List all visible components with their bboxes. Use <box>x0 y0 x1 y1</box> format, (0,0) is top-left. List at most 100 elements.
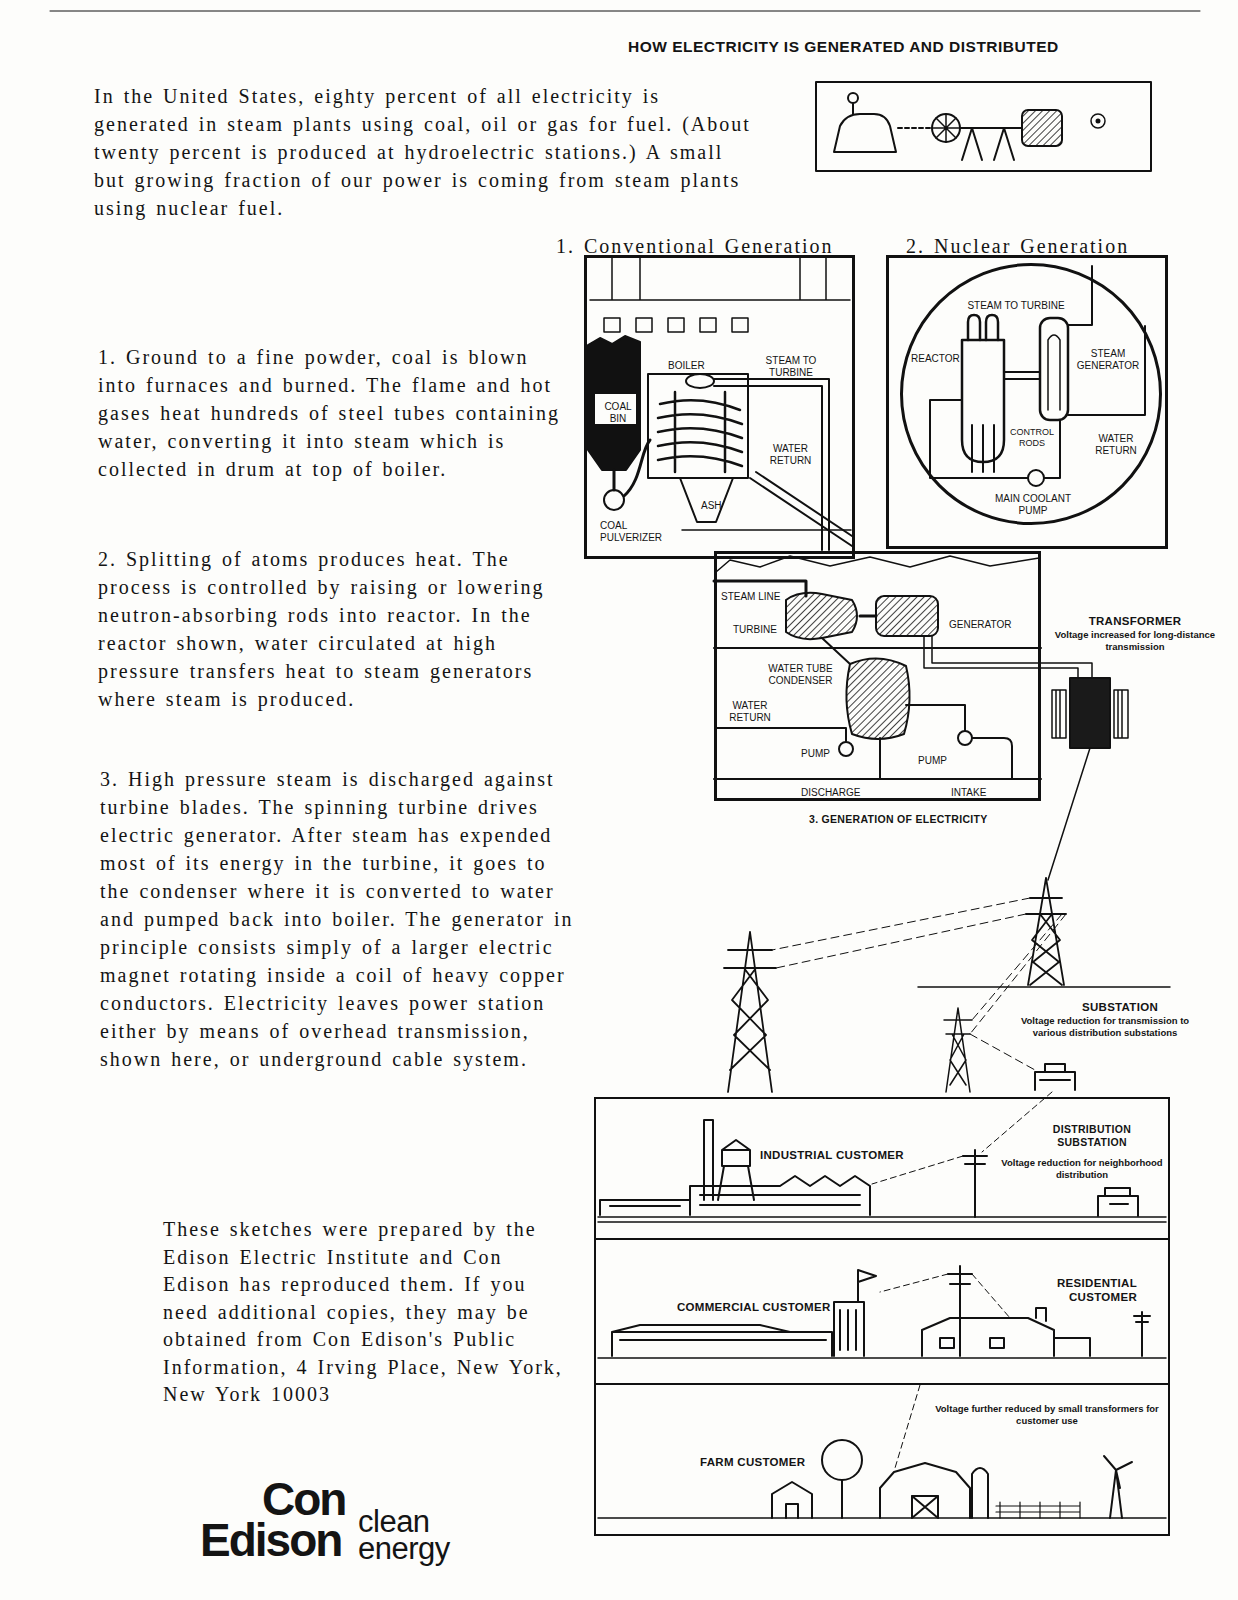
factory-building <box>690 1176 870 1215</box>
substation <box>1035 1064 1075 1090</box>
cooling-pipe <box>906 705 1012 779</box>
conductor-wires <box>772 898 1066 1070</box>
circle-outline <box>902 265 1161 524</box>
light-bulb <box>1097 120 1100 123</box>
body-paragraph: 3. High pressure steam is discharged aga… <box>100 765 578 1073</box>
illustration-panel: 1. Conventional GenerationBOILERSTEAM TO… <box>584 255 855 559</box>
store-tower <box>834 1302 864 1356</box>
caption-label: FARM CUSTOMER <box>700 1455 805 1469</box>
part-label: PUMP <box>801 748 830 760</box>
part-label: INTAKE <box>951 787 986 799</box>
boiler-icon <box>848 93 858 103</box>
part-label: WATER RETURN <box>763 443 818 467</box>
illustration-panel: STEAM LINETURBINEGENERATORWATER TUBE CON… <box>714 551 1041 801</box>
artwork <box>50 11 1200 1518</box>
part-label: DISCHARGE <box>801 787 860 799</box>
part-label: COAL BIN <box>601 401 635 425</box>
furnace <box>648 374 748 478</box>
panel-heading: 1. Conventional Generation <box>556 235 834 257</box>
coal-feed <box>614 440 650 496</box>
barn <box>880 1463 970 1518</box>
utility-pole <box>948 1266 972 1356</box>
transformer-fins <box>1052 690 1128 738</box>
discharge-pipe <box>879 738 881 779</box>
fuel-tubes <box>968 315 998 340</box>
water-return-pipe <box>750 472 852 546</box>
water-return-pipe <box>716 728 846 741</box>
steam-drum <box>686 374 714 388</box>
turbine <box>786 593 857 639</box>
boiler-tubes <box>658 392 742 472</box>
ground-line <box>598 1217 1166 1222</box>
body-paragraph: In the United States, eighty percent of … <box>94 82 759 222</box>
condenser <box>846 658 909 739</box>
feeder-wire <box>872 1092 1052 1184</box>
pump <box>839 742 853 756</box>
part-label: COAL PULVERIZER <box>600 520 680 544</box>
caption-label: SUBSTATION <box>1030 1000 1210 1014</box>
coolant-pump <box>1028 470 1044 486</box>
part-label: MAIN COOLANT PUMP <box>988 493 1078 517</box>
low-building <box>600 1200 690 1215</box>
water-return-pipe <box>1068 326 1145 415</box>
note-text: Voltage reduction for neighborhood distr… <box>997 1157 1167 1181</box>
silo <box>972 1468 988 1518</box>
steam-pipe <box>714 379 829 550</box>
service-wire <box>895 1385 920 1468</box>
tree-trunk <box>841 1480 843 1518</box>
part-label: CONTROL RODS <box>1009 427 1055 449</box>
part-label: WATER TUBE CONDENSER <box>758 663 843 687</box>
body-paragraph: These sketches were prepared by the Edis… <box>163 1216 563 1409</box>
turbine-wheel <box>932 114 960 142</box>
part-label: WATER RETURN <box>725 700 775 724</box>
output-leads <box>924 636 1092 678</box>
coal-pulverizer <box>604 490 624 510</box>
tree <box>822 1440 862 1480</box>
service-wire <box>880 1274 1010 1318</box>
ash-hopper <box>680 478 733 522</box>
water-tower <box>718 1140 754 1200</box>
flag <box>858 1270 876 1302</box>
ground-line <box>598 1357 1166 1359</box>
part-label: STEAM TO TURBINE <box>961 300 1071 312</box>
ground-line <box>598 1517 1166 1519</box>
steam-generator <box>1040 318 1068 420</box>
icon-frame <box>816 82 1151 171</box>
commercial-building <box>612 1325 832 1356</box>
boiler-icon <box>834 104 896 152</box>
factory-chimney <box>704 1120 713 1200</box>
part-label: REACTOR <box>911 353 960 365</box>
shaft-stand <box>960 128 1022 160</box>
top-rule <box>50 11 1200 12</box>
part-label: STEAM GENERATOR <box>1075 348 1141 372</box>
generator-icon <box>1022 110 1062 146</box>
transmission-tower <box>724 932 776 1092</box>
transmission-tower <box>944 1008 972 1092</box>
part-label: GENERATOR <box>949 619 1011 631</box>
ground-line <box>682 529 851 531</box>
logo-text: energy <box>358 1533 450 1564</box>
label-patch <box>595 394 636 424</box>
note-text: Voltage further reduced by small transfo… <box>932 1403 1162 1427</box>
logo-text: Con <box>262 1476 345 1522</box>
note-text: Voltage reduction for transmission to va… <box>1010 1015 1200 1039</box>
caption-label: TRANSFORMER <box>1045 614 1225 628</box>
note-text: Voltage increased for long-distance tran… <box>1045 629 1225 653</box>
caption-label: INDUSTRIAL CUSTOMER <box>760 1148 904 1162</box>
part-label: WATER RETURN <box>1091 433 1141 457</box>
steam-generator-tubes <box>1048 335 1060 410</box>
part-label: PUMP <box>918 755 947 767</box>
tv-antenna <box>1134 1312 1150 1356</box>
body-paragraph: 2. Splitting of atoms produces heat. The… <box>98 545 573 713</box>
utility-pole <box>963 1150 987 1217</box>
hot-leg <box>1004 372 1040 379</box>
part-label: BOILER <box>668 360 705 372</box>
steam-jet <box>898 127 930 129</box>
customer-band: Voltage further reduced by small transfo… <box>594 1383 1170 1536</box>
ground-line <box>918 986 1170 988</box>
body-paragraph: 1. Ground to a fine powder, coal is blow… <box>98 343 573 483</box>
caption-label: COMMERCIAL CUSTOMER <box>677 1300 831 1314</box>
shaft <box>860 615 876 618</box>
part-label: ASH <box>701 500 722 512</box>
